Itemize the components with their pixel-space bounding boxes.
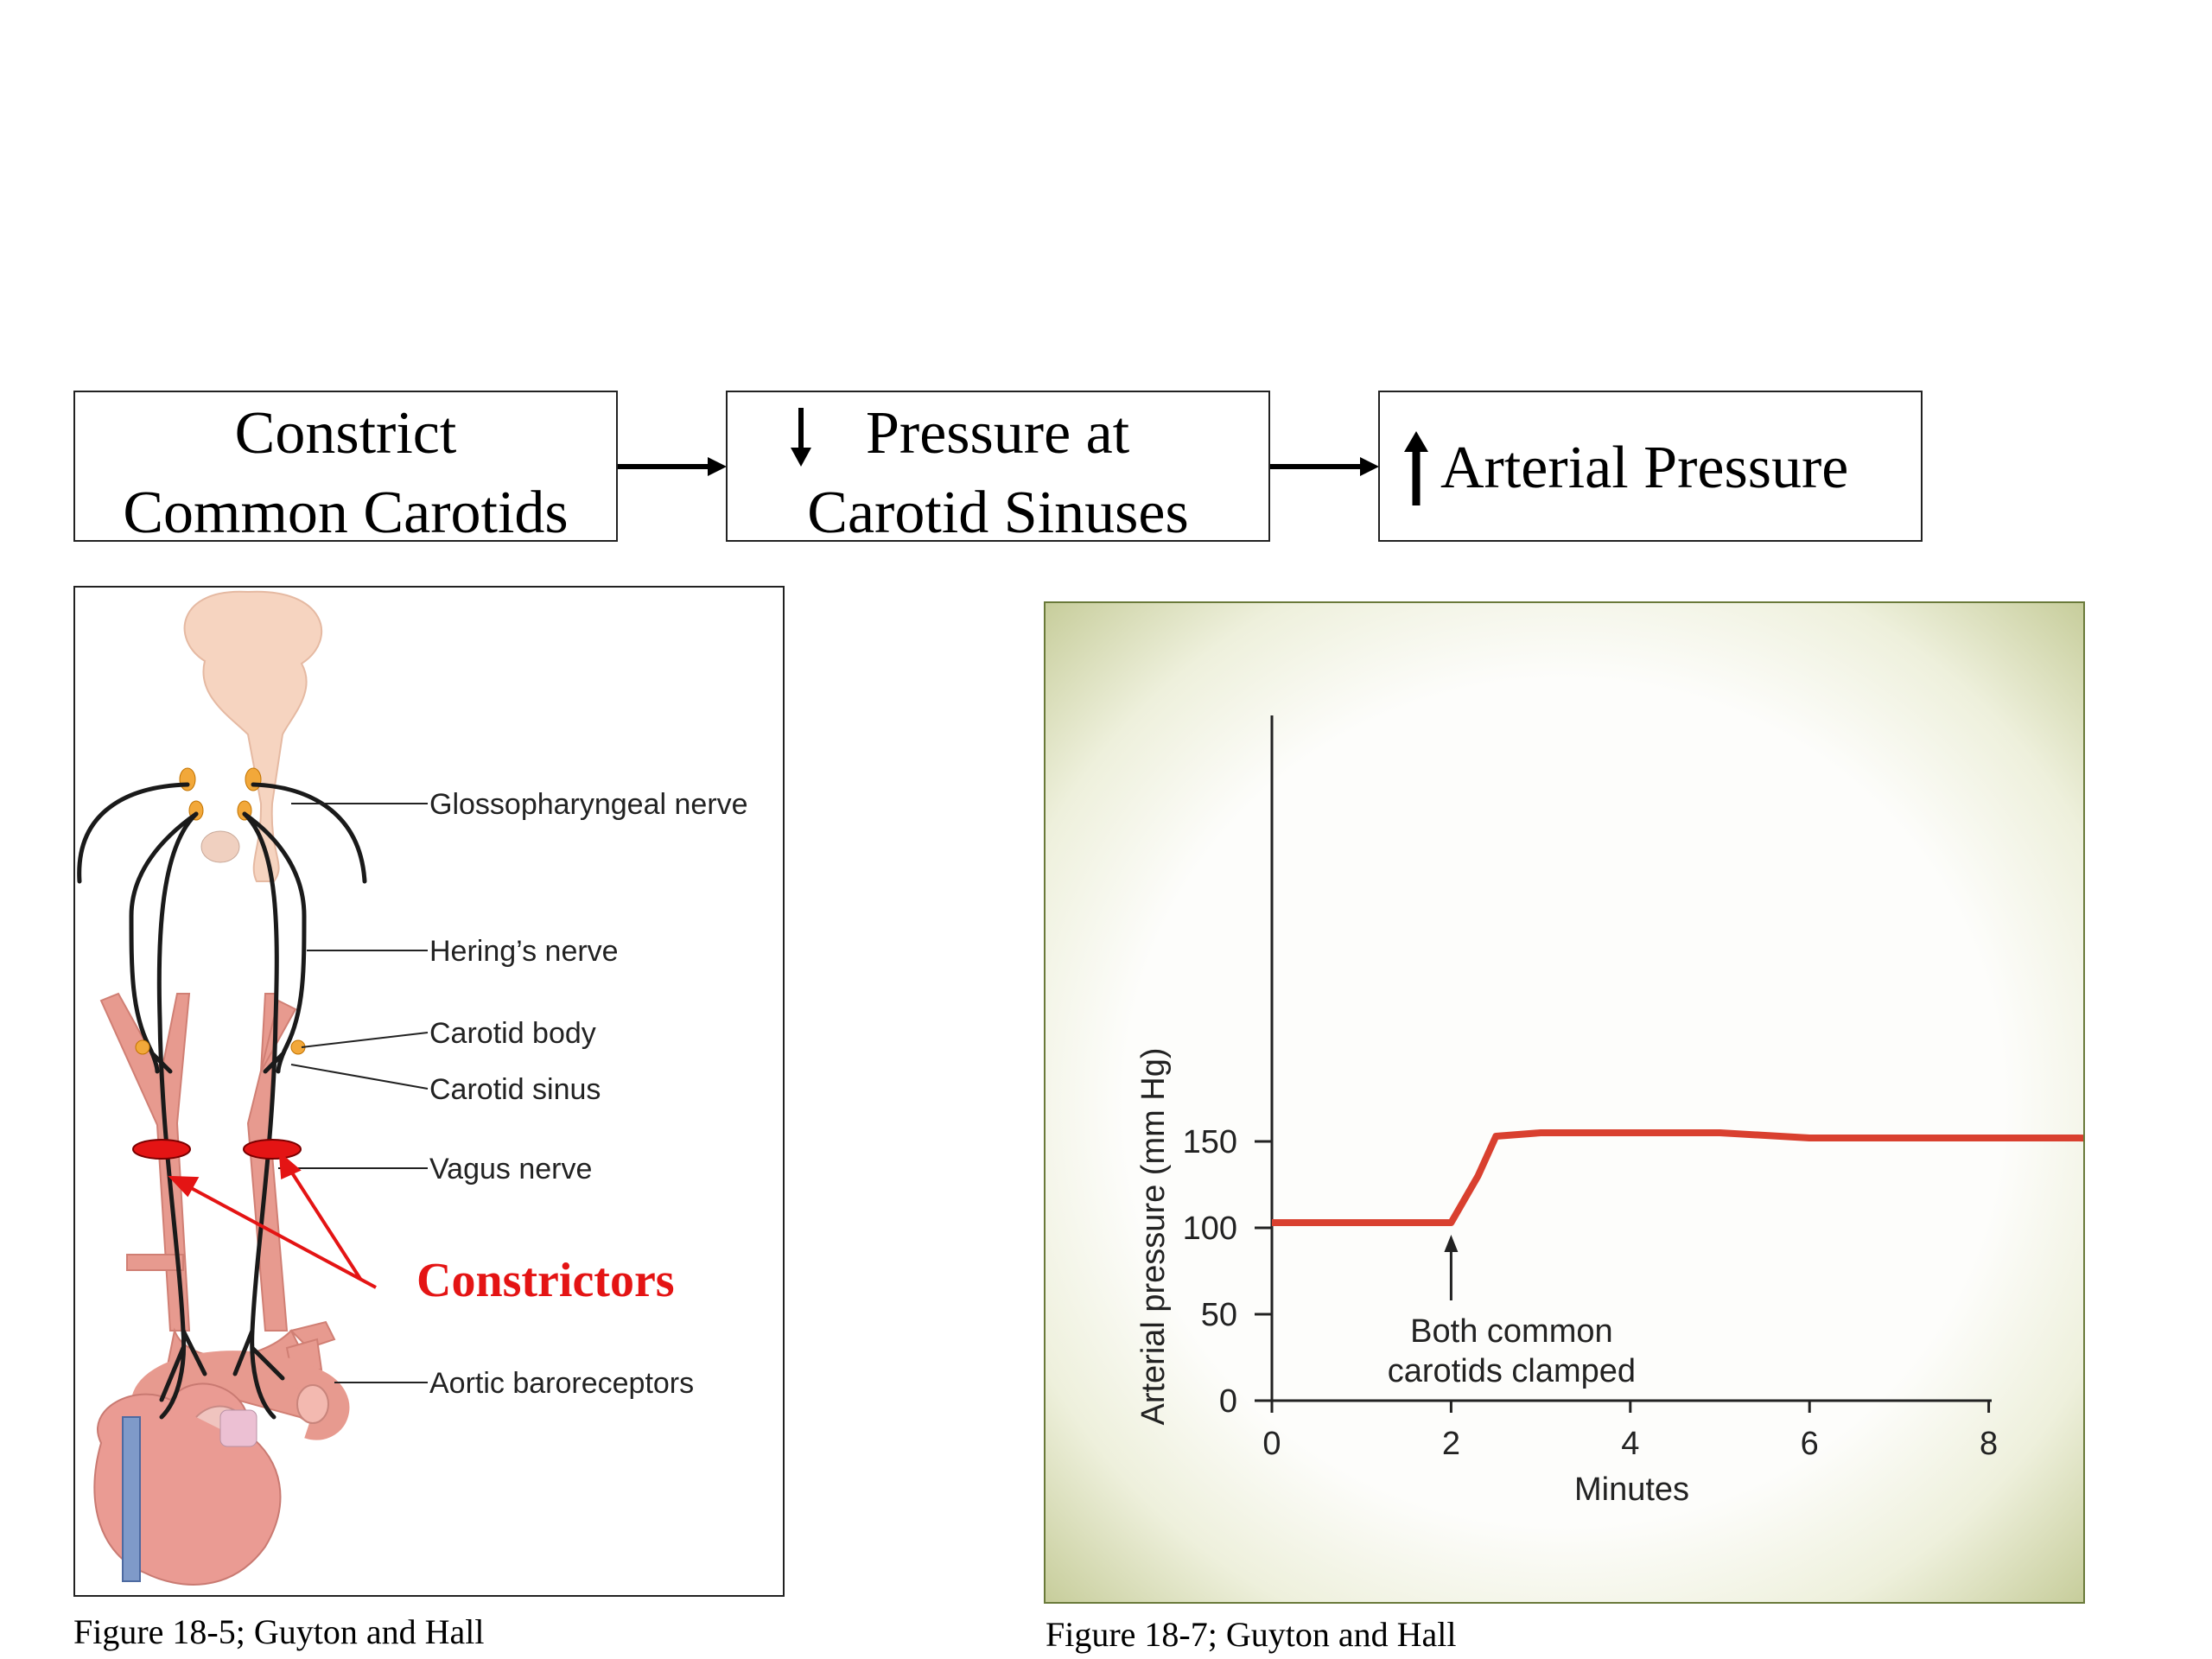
flow-box-constrict: Constrict Common Carotids: [73, 391, 618, 546]
x-tick-label: 4: [1621, 1426, 1639, 1462]
carotid-body-label: Carotid body: [429, 1017, 596, 1050]
baroreceptor-anatomy-figure: Glossopharyngeal nerve Hering’s nerve Ca…: [73, 586, 785, 1597]
flow-box-constrict-line2: Common Carotids: [123, 480, 569, 546]
right-figure-caption: Figure 18-7; Guyton and Hall: [1046, 1615, 1457, 1654]
pressure-chart-figure: 02468101214050100150 Both commoncarotids…: [1044, 601, 2085, 1604]
y-axis-label: Arterial pressure (mm Hg): [1135, 1047, 1172, 1425]
up-arrow-icon: [1404, 431, 1428, 505]
constrictors-label: Constrictors: [416, 1254, 675, 1307]
y-tick-label: 150: [1183, 1124, 1237, 1160]
hering-nerve-label: Hering’s nerve: [429, 935, 619, 968]
left-figure-caption: Figure 18-5; Guyton and Hall: [73, 1612, 485, 1651]
flow-box-pressure-sinus: Pressure at Carotid Sinuses: [726, 391, 1270, 546]
pressure-series-line: [1272, 1129, 2083, 1226]
x-tick-label: 2: [1442, 1426, 1460, 1462]
y-tick-label: 100: [1183, 1211, 1237, 1247]
flow-arrow-2: [1270, 457, 1379, 476]
flow-box-arterial-line1: Arterial Pressure: [1440, 435, 1849, 501]
constrictor-right: [243, 1139, 302, 1160]
x-axis-label: Minutes: [1574, 1471, 1689, 1508]
constrictor-left: [132, 1139, 191, 1160]
carotid-sinus-label: Carotid sinus: [429, 1073, 601, 1106]
vagus-nerve-label: Vagus nerve: [429, 1153, 592, 1185]
glossopharyngeal-label: Glossopharyngeal nerve: [429, 788, 748, 821]
annotation-arrowhead: [1444, 1235, 1459, 1252]
x-tick-label: 6: [1801, 1426, 1819, 1462]
annotation-label: Both common: [1410, 1313, 1612, 1350]
flow-arrow-1: [618, 457, 727, 476]
label-leaders: [278, 803, 429, 1383]
flow-box-pressure-line2: Carotid Sinuses: [807, 480, 1189, 546]
flow-box-constrict-line1: Constrict: [234, 400, 457, 467]
nerve-lines: [77, 782, 367, 1420]
y-tick-label: 0: [1219, 1383, 1237, 1420]
y-tick-label: 50: [1201, 1297, 1237, 1333]
x-tick-label: 8: [1980, 1426, 1998, 1462]
annotation-label: carotids clamped: [1388, 1353, 1636, 1389]
brainstem-shape: [183, 590, 323, 882]
flow-box-pressure-line1: Pressure at: [866, 400, 1130, 467]
pressure-chart: 02468101214050100150 Both commoncarotids…: [1135, 715, 2083, 1508]
flow-box-arterial-pressure: Arterial Pressure: [1378, 391, 1923, 542]
x-tick-label: 0: [1262, 1426, 1281, 1462]
constrictor-arrows: [168, 1151, 377, 1289]
aortic-baroreceptors-label: Aortic baroreceptors: [429, 1367, 694, 1400]
aortic-arch: [131, 1351, 350, 1440]
anatomy-drawing: Glossopharyngeal nerve Hering’s nerve Ca…: [77, 590, 748, 1586]
down-arrow-icon: [791, 408, 811, 467]
